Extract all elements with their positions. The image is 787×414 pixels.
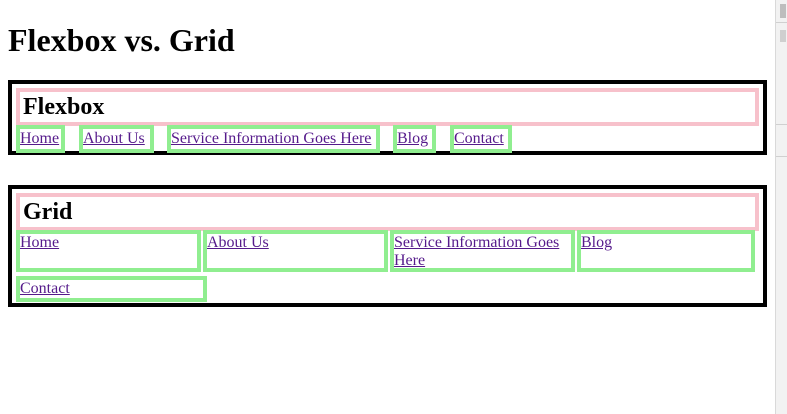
flex-link-home[interactable]: Home (20, 130, 60, 147)
page-title: Flexbox vs. Grid (8, 22, 235, 58)
grid-item-about: About Us (203, 230, 388, 272)
grid-item-blog: Blog (577, 230, 755, 272)
flex-item-about: About Us (79, 125, 154, 153)
grid-item-service: Service Information Goes Here (390, 230, 575, 272)
grid-link-home[interactable]: Home (20, 234, 60, 251)
flex-item-service: Service Information Goes Here (167, 125, 380, 153)
strip-divider-lower (776, 124, 787, 125)
flex-item-contact: Contact (450, 125, 512, 153)
grid-item-home: Home (16, 230, 201, 272)
flexbox-heading-box: Flexbox (16, 88, 759, 126)
flex-item-home: Home (16, 125, 65, 153)
flex-link-blog[interactable]: Blog (397, 130, 429, 147)
flexbox-heading: Flexbox (23, 94, 105, 120)
devtools-side-strip[interactable] (775, 0, 787, 414)
grid-link-contact[interactable]: Contact (20, 280, 70, 297)
grid-item-contact: Contact (16, 276, 207, 302)
grid-heading: Grid (23, 199, 73, 225)
flex-link-about[interactable]: About Us (83, 130, 145, 147)
grid-section: Grid Home About Us Service Information G… (8, 185, 767, 307)
dock-icon[interactable] (780, 30, 786, 42)
flexbox-section: Flexbox Home About Us Service Informatio… (8, 80, 767, 155)
strip-divider-bottom (776, 156, 787, 157)
flex-item-blog: Blog (393, 125, 436, 153)
grid-link-blog[interactable]: Blog (581, 234, 613, 251)
flex-link-contact[interactable]: Contact (454, 130, 504, 147)
flex-link-service[interactable]: Service Information Goes Here (171, 130, 372, 147)
grid-link-about[interactable]: About Us (207, 234, 269, 251)
grid-heading-box: Grid (16, 193, 759, 231)
strip-divider (776, 22, 787, 23)
grid-link-service[interactable]: Service Information Goes Here (394, 234, 560, 269)
more-options-icon[interactable] (780, 4, 786, 18)
